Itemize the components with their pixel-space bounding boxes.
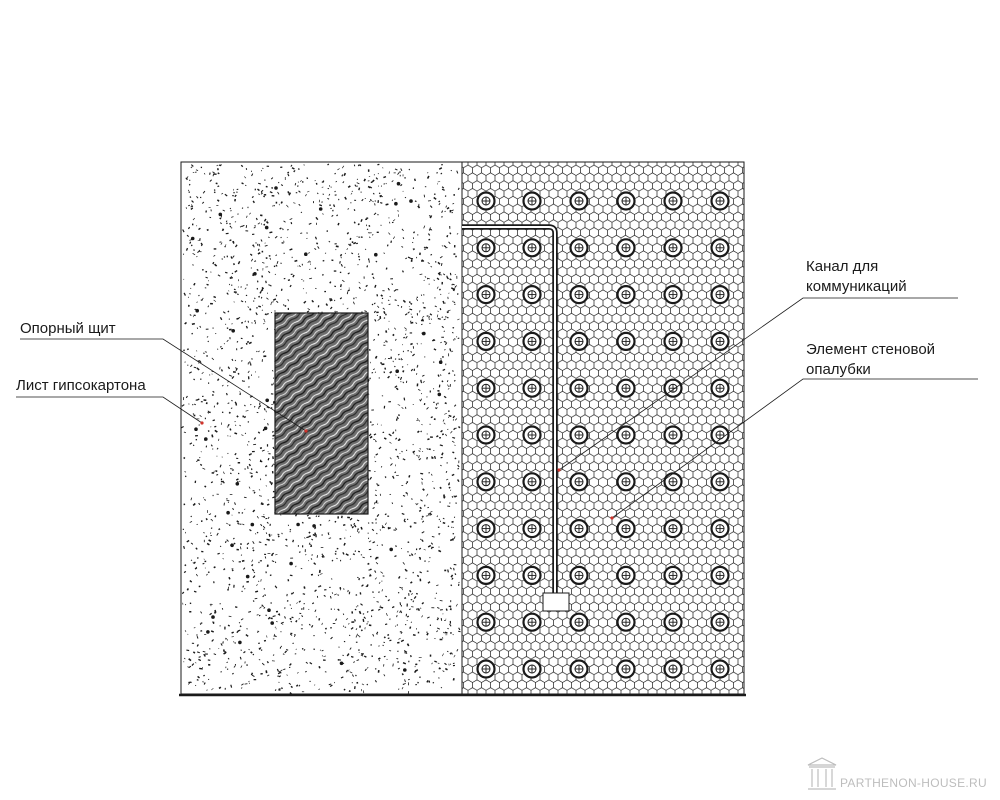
formwork-anchor	[710, 191, 730, 211]
formwork-anchor	[522, 659, 542, 679]
column-icon	[807, 757, 837, 790]
formwork-anchor	[569, 472, 589, 492]
label-channel-line2: коммуникаций	[806, 278, 907, 295]
formwork-panel	[461, 161, 745, 695]
leader-markers	[200, 421, 614, 520]
formwork-anchor	[569, 612, 589, 632]
formwork-anchor	[476, 238, 496, 258]
formwork-anchor	[522, 612, 542, 632]
label-channel-line1: Канал для	[806, 258, 878, 275]
leader-channel	[558, 297, 958, 471]
formwork-anchor	[522, 331, 542, 351]
formwork-anchor	[710, 659, 730, 679]
support-panel-board	[274, 312, 369, 515]
formwork-anchor	[569, 331, 589, 351]
formwork-anchor	[663, 659, 683, 679]
formwork-anchor	[522, 565, 542, 586]
formwork-anchor	[522, 191, 542, 211]
watermark: PARTHENON-HOUSE.RU	[807, 757, 987, 790]
formwork-anchor	[710, 518, 730, 539]
formwork-anchor	[616, 378, 636, 398]
formwork-anchor	[616, 518, 636, 539]
leader-drywall-sheet	[16, 396, 203, 424]
formwork-anchor	[476, 378, 496, 398]
formwork-anchor	[663, 331, 683, 351]
formwork-anchor	[663, 518, 683, 539]
formwork-anchor	[476, 565, 496, 586]
leader-lines	[16, 297, 978, 519]
label-formwork-line2: опалубки	[806, 361, 871, 378]
formwork-anchor	[569, 285, 589, 305]
formwork-anchor	[663, 565, 683, 586]
formwork-anchor	[476, 518, 496, 539]
formwork-anchor	[616, 285, 636, 305]
formwork-anchor	[476, 191, 496, 211]
formwork-anchor	[476, 331, 496, 351]
formwork-anchor	[663, 612, 683, 632]
formwork-anchor	[663, 472, 683, 492]
formwork-anchor	[569, 659, 589, 679]
formwork-anchor	[710, 612, 730, 632]
formwork-anchor	[616, 331, 636, 351]
formwork-anchor-grid	[476, 191, 730, 679]
formwork-anchor	[569, 378, 589, 398]
formwork-anchor	[476, 659, 496, 679]
formwork-anchor	[616, 472, 636, 492]
formwork-anchor	[616, 612, 636, 632]
formwork-anchor	[616, 565, 636, 586]
watermark-text: PARTHENON-HOUSE.RU	[840, 776, 987, 790]
label-formwork-line1: Элемент стеновой	[806, 341, 935, 358]
label-drywall-sheet: Лист гипсокартона	[16, 377, 146, 394]
formwork-anchor	[663, 425, 683, 445]
formwork-anchor	[663, 191, 683, 211]
formwork-anchor	[522, 238, 542, 258]
formwork-anchor	[710, 331, 730, 351]
formwork-anchor	[616, 425, 636, 445]
formwork-anchor	[476, 425, 496, 445]
formwork-anchor	[663, 285, 683, 305]
formwork-anchor	[476, 612, 496, 632]
formwork-anchor	[476, 285, 496, 305]
formwork-anchor	[616, 191, 636, 211]
formwork-anchor	[710, 472, 730, 492]
formwork-anchor	[616, 659, 636, 679]
formwork-anchor	[569, 425, 589, 445]
formwork-anchor	[663, 238, 683, 258]
formwork-anchor	[569, 191, 589, 211]
formwork-anchor	[522, 425, 542, 445]
leader-formwork	[611, 378, 978, 519]
formwork-anchor	[476, 472, 496, 492]
formwork-anchor	[710, 565, 730, 586]
formwork-anchor	[710, 285, 730, 305]
formwork-anchor	[710, 378, 730, 398]
formwork-anchor	[522, 518, 542, 539]
formwork-anchor	[710, 238, 730, 258]
formwork-anchor	[710, 425, 730, 445]
formwork-anchor	[569, 238, 589, 258]
communication-channel	[462, 224, 570, 612]
formwork-anchor	[569, 565, 589, 586]
formwork-anchor	[522, 378, 542, 398]
channel-outlet-box	[542, 592, 570, 612]
formwork-anchor	[616, 238, 636, 258]
formwork-anchor	[522, 472, 542, 492]
formwork-anchor	[522, 285, 542, 305]
leader-support-panel	[20, 338, 307, 432]
formwork-anchor	[569, 518, 589, 539]
label-support-panel: Опорный щит	[20, 320, 116, 337]
